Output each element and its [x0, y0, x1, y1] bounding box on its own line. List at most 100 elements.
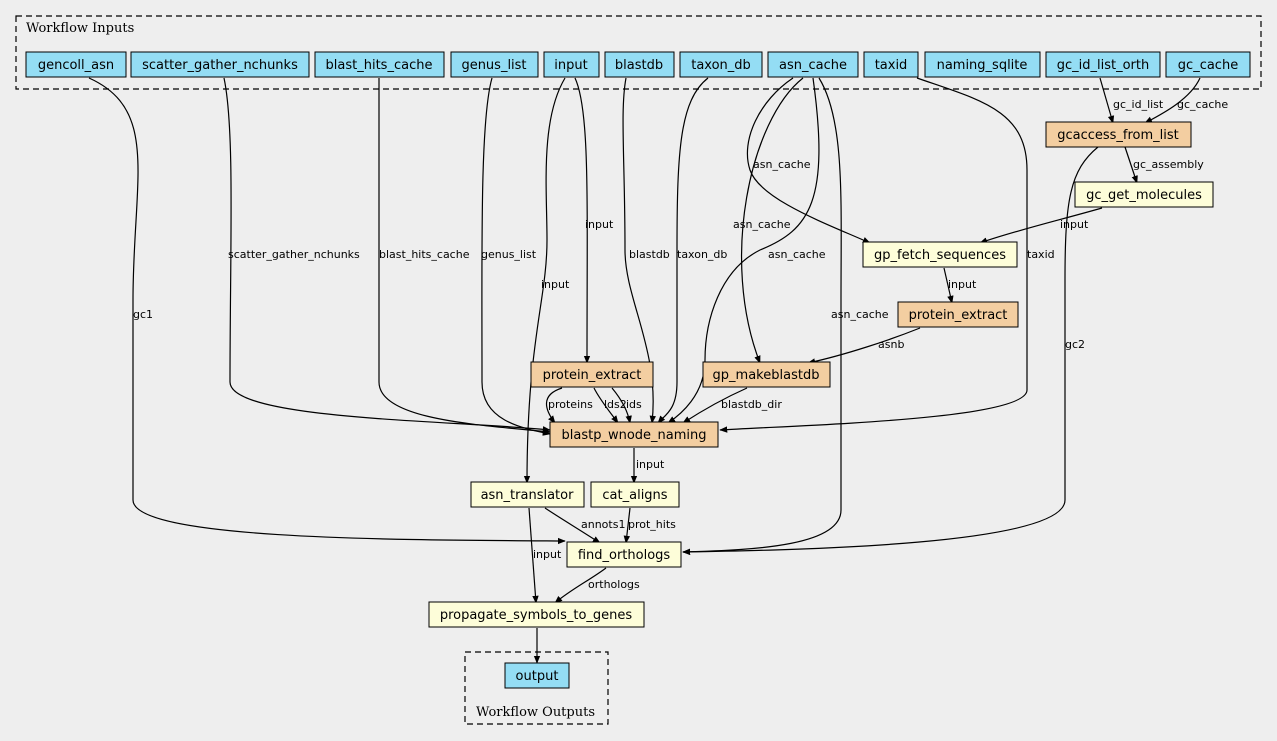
edge-orthologs — [554, 567, 607, 604]
edge-asnb — [807, 327, 921, 365]
node-taxon_db[interactable]: taxon_db — [679, 51, 763, 78]
edge-lds2 — [593, 387, 619, 424]
node-label: genus_list — [461, 58, 526, 73]
node-label: input — [554, 58, 587, 73]
node-cat_aligns[interactable]: cat_aligns — [590, 481, 680, 508]
node-find_orthologs[interactable]: find_orthologs — [566, 541, 682, 568]
node-label: output — [516, 669, 559, 684]
edge-blastdb — [622, 77, 656, 424]
edge-label-input-blastp: input — [636, 458, 665, 471]
edge-fetch-to-protein-extract — [943, 267, 954, 304]
workflow-inputs-title: Workflow Inputs — [26, 21, 134, 36]
node-label: propagate_symbols_to_genes — [440, 608, 633, 623]
node-label: protein_extract — [909, 308, 1008, 323]
edge-label-gc2: gc2 — [1065, 338, 1085, 351]
edge-taxon_db — [657, 77, 709, 424]
edge-label-asnb: asnb — [878, 338, 904, 351]
node-label: naming_sqlite — [937, 58, 1028, 73]
node-genus_list[interactable]: genus_list — [450, 51, 539, 78]
edge-ids — [611, 387, 632, 424]
node-label: scatter_gather_nchunks — [142, 58, 298, 73]
edge-label-blastdb: blastdb — [629, 248, 670, 261]
edge-scatter_gather_nchunks — [223, 77, 551, 433]
node-blastp_wnode_naming[interactable]: blastp_wnode_naming — [549, 421, 719, 448]
edge-asn_cache-to-fetch — [746, 77, 871, 244]
node-gencoll_asn[interactable]: gencoll_asn — [25, 51, 127, 78]
node-label: cat_aligns — [602, 488, 667, 503]
node-output[interactable]: output — [504, 662, 570, 689]
node-scatter_gather_nchunks[interactable]: scatter_gather_nchunks — [130, 51, 310, 78]
edge-gc1 — [88, 77, 566, 545]
edge-label-gc_assembly: gc_assembly — [1133, 158, 1204, 171]
node-label: blastdb — [615, 58, 663, 73]
edge-asn_cache-to-find — [682, 77, 842, 556]
edge-gc_assembly — [1124, 146, 1138, 184]
edge-input-to-protein-extract — [574, 77, 591, 364]
node-naming_sqlite[interactable]: naming_sqlite — [924, 51, 1041, 78]
step-nodes: gcaccess_from_list gc_get_molecules gp_f… — [428, 121, 1214, 628]
edge-label-taxon_db: taxon_db — [677, 248, 727, 261]
node-protein_extract-left[interactable]: protein_extract — [530, 361, 654, 388]
node-gp_fetch_sequences[interactable]: gp_fetch_sequences — [862, 241, 1018, 268]
edge-label-gc_cache: gc_cache — [1177, 98, 1228, 111]
node-blastdb[interactable]: blastdb — [604, 51, 675, 78]
node-label: gc_get_molecules — [1086, 188, 1202, 203]
edge-gc_id_list — [1099, 77, 1115, 124]
node-gcaccess_from_list[interactable]: gcaccess_from_list — [1045, 121, 1192, 148]
edge-label-input-translator: input — [541, 278, 570, 291]
edge-label-taxid: taxid — [1027, 248, 1055, 261]
node-label: gp_makeblastdb — [713, 368, 820, 383]
node-label: blast_hits_cache — [326, 58, 433, 73]
node-label: gc_id_list_orth — [1057, 58, 1150, 73]
edge-label-annots1: annots1 — [581, 518, 625, 531]
node-label: protein_extract — [543, 368, 642, 383]
node-gp_makeblastdb[interactable]: gp_makeblastdb — [702, 361, 831, 388]
node-label: gcaccess_from_list — [1057, 128, 1179, 143]
edge-label-blastdb_dir: blastdb_dir — [721, 398, 782, 411]
edge-genus_list — [481, 77, 551, 436]
edge-gc_cache — [1144, 77, 1201, 124]
node-blast_hits_cache[interactable]: blast_hits_cache — [314, 51, 445, 78]
edge-label-orthologs: orthologs — [588, 578, 640, 591]
edge-translator-to-propagate — [528, 507, 539, 604]
edge-taxid — [719, 77, 1028, 433]
edge-gc2 — [682, 146, 1099, 556]
edge-blast_hits_cache — [378, 78, 551, 435]
edge-label-gc1: gc1 — [133, 308, 153, 321]
node-label: gencoll_asn — [38, 58, 114, 73]
edge-label-proteins: proteins — [548, 398, 593, 411]
edge-label-scatter: scatter_gather_nchunks — [228, 248, 360, 261]
edges — [88, 77, 1201, 664]
edge-prot_hits — [623, 507, 631, 544]
node-gc_get_molecules[interactable]: gc_get_molecules — [1074, 181, 1214, 208]
edge-label-input-protextract: input — [585, 218, 614, 231]
edge-label-asn_cache-makeblastdb: asn_cache — [733, 218, 791, 231]
node-asn_cache[interactable]: asn_cache — [767, 51, 859, 78]
edge-label-input-translator-propagate: input — [533, 548, 562, 561]
edge-label-gc_id_list: gc_id_list — [1113, 98, 1164, 111]
edge-label-asn_cache-find: asn_cache — [831, 308, 889, 321]
node-asn_translator[interactable]: asn_translator — [470, 481, 585, 508]
edge-label-ids: ids — [626, 398, 642, 411]
node-protein_extract-right[interactable]: protein_extract — [897, 301, 1019, 328]
node-label: gc_cache — [1178, 58, 1238, 73]
edge-label-asn_cache-blastp: asn_cache — [768, 248, 826, 261]
workflow-outputs-title: Workflow Outputs — [476, 705, 595, 720]
node-input[interactable]: input — [543, 51, 600, 78]
node-label: asn_translator — [481, 488, 575, 503]
node-gc_cache[interactable]: gc_cache — [1165, 51, 1251, 78]
edge-proteins — [545, 387, 563, 424]
edge-gcget-to-fetch — [979, 207, 1103, 244]
node-taxid[interactable]: taxid — [863, 51, 919, 78]
edge-labels: gc_id_list gc_cache gc_assembly input as… — [133, 98, 1228, 591]
edge-label-input-gcget: input — [1060, 218, 1089, 231]
edge-label-asn_cache-fetch: asn_cache — [753, 158, 811, 171]
node-label: taxon_db — [691, 58, 751, 73]
node-propagate_symbols_to_genes[interactable]: propagate_symbols_to_genes — [428, 601, 645, 628]
workflow-inputs-cluster — [15, 15, 1262, 90]
edge-annots1 — [544, 507, 601, 544]
edge-label-blast_hits_cache: blast_hits_cache — [379, 248, 470, 261]
input-nodes: gencoll_asn scatter_gather_nchunks blast… — [25, 51, 1251, 78]
node-gc_id_list_orth[interactable]: gc_id_list_orth — [1045, 51, 1161, 78]
